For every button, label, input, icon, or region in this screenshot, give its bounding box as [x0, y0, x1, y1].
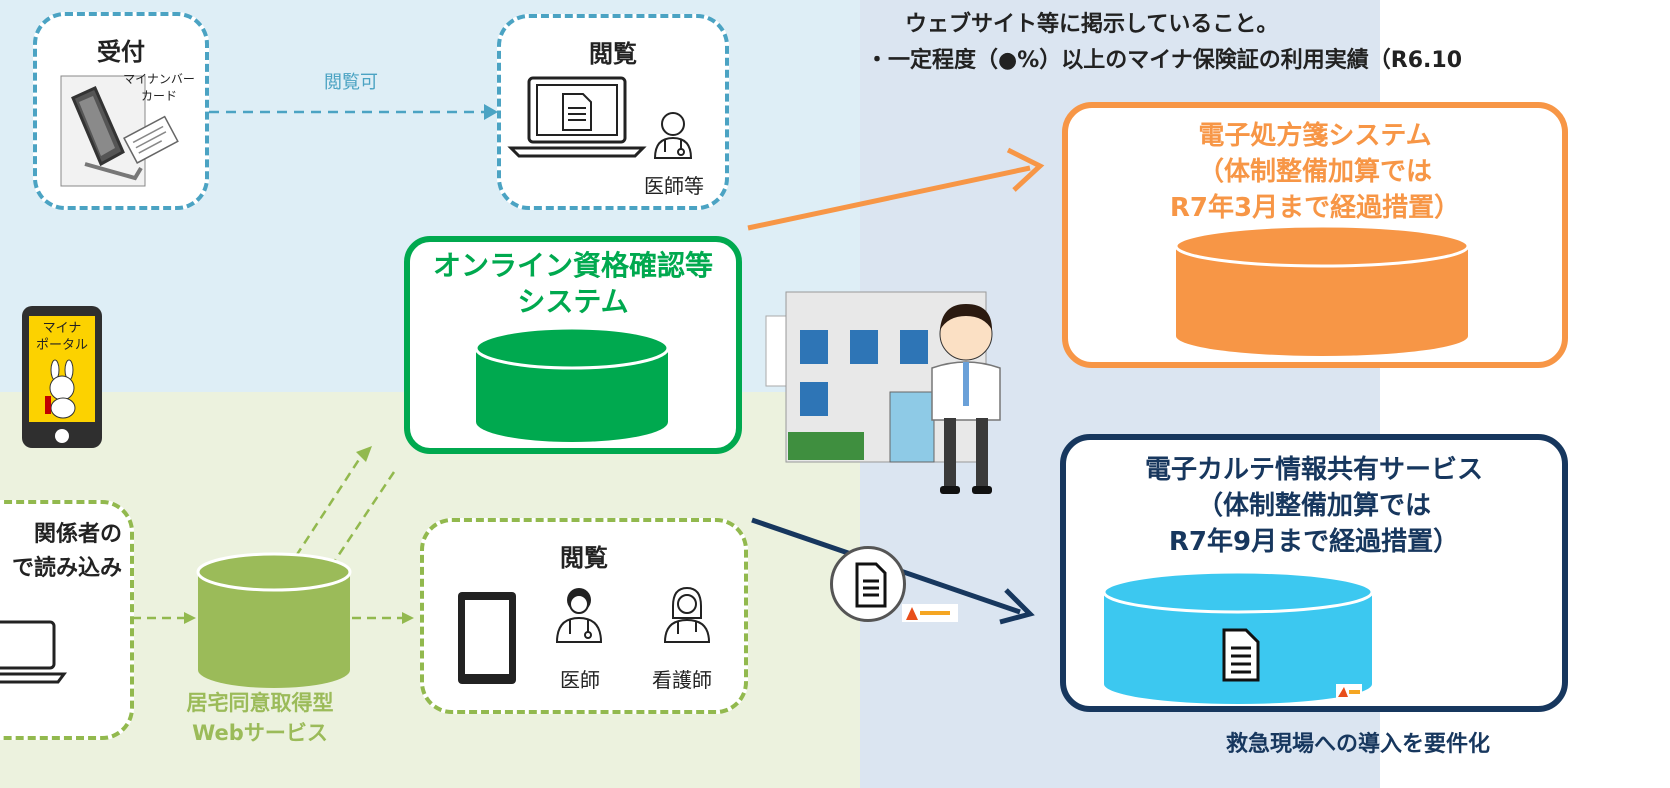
eprescription-system-box: 電子処方箋システム （体制整備加算では R7年3月まで経過措置）: [1062, 102, 1568, 368]
upload-arrow-line: [294, 457, 362, 557]
online-qualification-system-box: オンライン資格確認等 システム: [404, 236, 742, 454]
doctor-icon: [653, 112, 693, 159]
bottom-note: 救急現場への導入を要件化: [1226, 732, 1491, 757]
left-feed-arrowhead: [184, 612, 196, 624]
header-text-line2: ・一定程度（●%）以上のマイナ保険証の利用実績（R6.10: [866, 48, 1463, 73]
database-cylinder-orange: [1174, 224, 1470, 356]
related-party-box: 関係者の で読み込み: [0, 500, 134, 740]
portal-line1: マイナ: [42, 321, 82, 336]
reception-title: 受付: [97, 38, 145, 66]
eprescription-arrow-line: [747, 165, 1031, 231]
document-icon: [855, 562, 887, 608]
download-arrow-line: [328, 471, 396, 569]
small-logo-transfer: [902, 604, 958, 622]
mynaportal-screen: マイナ ポータル: [29, 316, 95, 422]
view-feed-arrowhead: [402, 612, 414, 624]
ekarte-line2: （体制整備加算では: [1196, 491, 1431, 521]
doctor-icon-bottom: [555, 588, 603, 643]
nurse-caption: 看護師: [652, 668, 712, 692]
online-system-line1: オンライン資格確認等: [432, 249, 713, 282]
doctor-caption: 医師: [560, 668, 600, 692]
browse-allowed-label: 閲覧可: [324, 72, 378, 93]
phone-home-button: [55, 429, 69, 443]
database-cylinder-lightblue: [1102, 570, 1374, 704]
related-party-line2: で読み込み: [11, 556, 122, 581]
mynaportal-label: マイナ ポータル: [29, 320, 95, 354]
view-top-caption: 医師等: [644, 174, 704, 198]
view-box-bottom: 閲覧 医師 看護師: [420, 518, 748, 714]
online-system-line2: システム: [517, 285, 629, 318]
database-cylinder-green: [474, 326, 670, 442]
rabbit-mascot-icon: [45, 359, 76, 419]
card-label: マイナンバー カード: [109, 71, 209, 105]
eprescription-label: 電子処方箋システム （体制整備加算では R7年3月まで経過措置）: [1068, 118, 1562, 226]
related-party-label: 関係者の で読み込み: [12, 518, 122, 586]
ekarte-sharing-service-box: 電子カルテ情報共有サービス （体制整備加算では R7年9月まで経過措置）: [1060, 434, 1568, 712]
laptop-icon: [507, 76, 647, 158]
ekarte-arrowhead: [999, 588, 1035, 625]
home-consent-label: 居宅同意取得型 Webサービス: [150, 688, 370, 748]
ekarte-line1: 電子カルテ情報共有サービス: [1144, 455, 1483, 485]
home-consent-line2: Webサービス: [192, 721, 328, 745]
eprescription-arrowhead: [1006, 147, 1045, 192]
ekarte-label: 電子カルテ情報共有サービス （体制整備加算では R7年9月まで経過措置）: [1066, 452, 1562, 560]
related-party-line1: 関係者の: [33, 522, 122, 547]
upload-arrowhead: [356, 446, 372, 462]
database-cylinder-olive: [196, 552, 352, 688]
mynaportal-phone: マイナ ポータル: [22, 306, 102, 448]
ekarte-line3: R7年9月まで経過措置）: [1168, 527, 1460, 557]
laptop-icon-left: [0, 620, 67, 684]
card-label-line2: カード: [140, 89, 177, 103]
document-transfer-badge: [830, 546, 906, 622]
browse-arrowhead: [484, 104, 498, 120]
reception-box: 受付 マイナンバー カード: [33, 12, 209, 210]
tablet-icon: [458, 592, 516, 684]
view-top-title: 閲覧: [589, 40, 637, 68]
view-box-top: 閲覧 医師等: [497, 14, 729, 210]
eprescription-line1: 電子処方箋システム: [1198, 121, 1432, 151]
card-reader-icon: [60, 75, 179, 187]
portal-line2: ポータル: [35, 338, 88, 353]
header-text-line1: ウェブサイト等に掲示していること。: [905, 12, 1279, 37]
eprescription-line2: （体制整備加算では: [1197, 157, 1432, 187]
hospital-doctor-illustration: [765, 291, 1001, 494]
view-bottom-title: 閲覧: [560, 544, 608, 572]
nurse-icon: [663, 586, 711, 643]
small-logo-ekarte: [1336, 684, 1362, 698]
eprescription-line3: R7年3月まで経過措置）: [1169, 193, 1461, 223]
card-label-line1: マイナンバー: [123, 72, 195, 86]
online-system-label: オンライン資格確認等 システム: [410, 248, 736, 320]
laptop-panel: [0, 596, 102, 712]
home-consent-line1: 居宅同意取得型: [186, 691, 334, 715]
